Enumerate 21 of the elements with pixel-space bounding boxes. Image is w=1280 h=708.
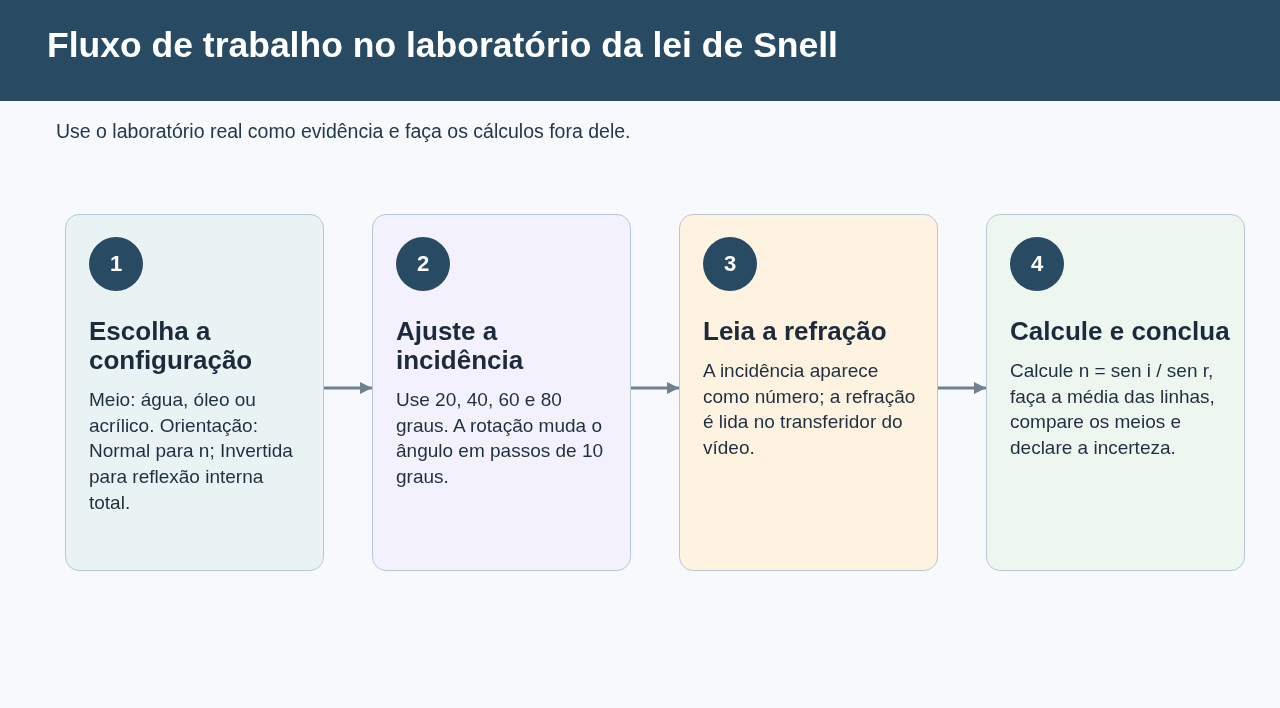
subtitle: Use o laboratório real como evidência e faça os cálculos fora dele. [56,120,631,142]
step-card [372,214,631,571]
arrow [324,382,372,394]
step-heading: Calcule e conclua [1010,317,1231,346]
step-number: 1 [89,237,143,291]
step-description: A incidência aparece como número; a refração é lida no transferidor do vídeo. [703,359,917,461]
step-heading: Escolha a configuração [89,317,254,375]
step-card [986,214,1245,571]
step-number: 3 [703,237,757,291]
arrow [631,382,679,394]
step-card [65,214,324,571]
step-heading: Ajuste a incidência [396,317,525,375]
step-card [679,214,938,571]
step-number: 2 [396,237,450,291]
step-description: Meio: água, óleo ou acrílico. Orientação: Normal para n; Invertida para reflexão interna total. [89,388,294,515]
step-number: 4 [1010,237,1064,291]
arrow [938,382,986,394]
step-description: Calcule n = sen i / sen r, faça a média das linhas, compare os meios e declare a incerteza. [1010,359,1216,461]
title: Fluxo de trabalho no laboratório da lei de Snell [47,25,838,65]
step-description: Use 20, 40, 60 e 80 graus. A rotação muda o ângulo em passos de 10 graus. [396,388,605,490]
step-heading: Leia a refração [703,317,888,346]
